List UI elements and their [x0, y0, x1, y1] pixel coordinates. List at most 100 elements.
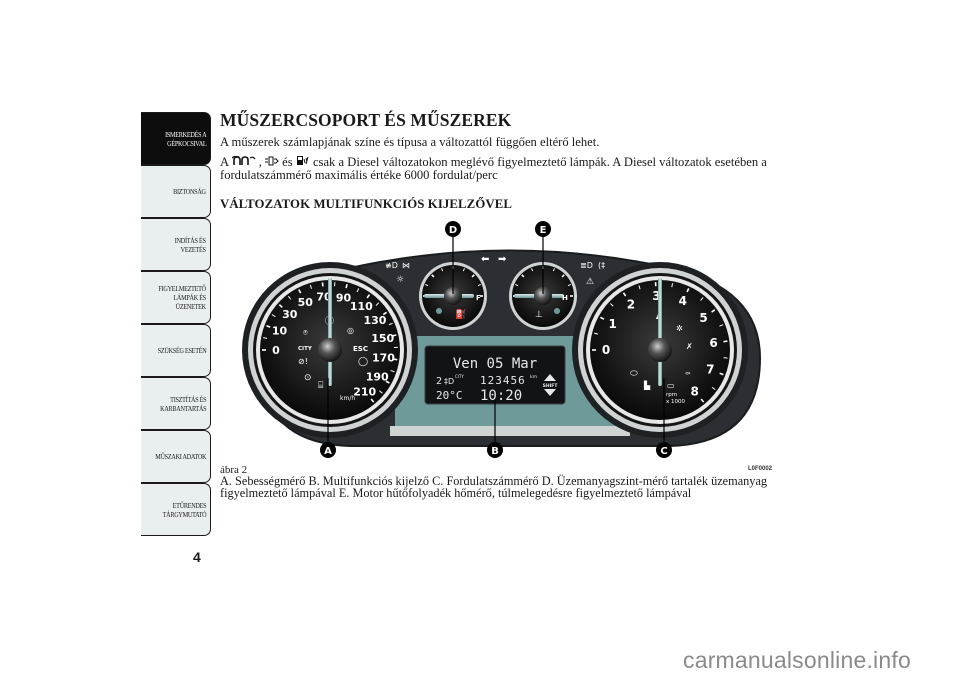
speedometer-tick — [356, 288, 360, 293]
sidebar-tab-figyelmezteto[interactable]: FIGYELMEZTETŐ LÁMPÁK ÉS ÜZENETEK — [141, 271, 211, 324]
tachometer-tick — [686, 288, 690, 293]
speedometer-needle — [328, 278, 332, 386]
display-shift: SHIFT — [543, 383, 559, 389]
tachometer-tick-label: 1 — [608, 317, 616, 331]
separator: , — [255, 155, 266, 169]
sidebar-tab-inditas[interactable]: INDÍTÁS ÉS VEZETÉS — [141, 218, 211, 271]
immobilizer-icon: ▙ — [643, 380, 651, 390]
speedometer-tick-label: 110 — [350, 300, 373, 313]
speedometer-tick — [375, 302, 380, 306]
page-number: 4 — [193, 549, 201, 565]
speedometer-tick — [390, 369, 395, 373]
separator: és — [279, 155, 296, 169]
coolant-temp-icon: ⊥ — [535, 310, 543, 320]
glow-plug-icon — [231, 155, 256, 170]
tachometer-tick — [599, 316, 605, 320]
fuel-gauge-tick-marks — [423, 266, 483, 297]
speedometer-tick-label: 10 — [272, 325, 288, 338]
tachometer-tick — [638, 285, 641, 290]
tachometer-tick-label: 6 — [709, 336, 717, 350]
tachometer-tick — [711, 309, 716, 313]
power-steering-icon: ⊘! — [298, 357, 308, 366]
diesel-text: csak a Diesel változatokon meglévő figye… — [220, 155, 767, 182]
watermark: carmanualsonline.info — [683, 647, 911, 673]
speedometer-tick — [392, 334, 397, 337]
figure-label: ábra 2 — [220, 464, 248, 476]
speedometer-tick — [278, 304, 283, 308]
speedometer-tick — [393, 358, 398, 361]
display-odometer-unit: km — [530, 374, 537, 380]
figure-caption: A. Sebességmérő B. Multifunkciós kijelző… — [220, 474, 768, 500]
callout-a — [320, 442, 336, 458]
speedometer-tick — [366, 294, 371, 299]
speedometer-tick-label: 90 — [336, 292, 352, 305]
speedometer-tick-label: 190 — [366, 370, 389, 383]
sidebar-tab-label: INDÍTÁS ÉS VEZETÉS — [175, 235, 206, 254]
speedometer-tick — [370, 398, 375, 403]
fuel-gauge-tick — [471, 274, 475, 278]
fuel-reserve-lamp — [436, 308, 442, 314]
speedometer-hub — [318, 338, 342, 362]
turn-left-icon: ⬅ — [481, 254, 489, 265]
speedometer-tick — [382, 311, 388, 316]
temperature-gauge-tick — [531, 268, 534, 272]
tachometer-tick-label: 8 — [691, 384, 699, 398]
sidebar-tab-muszaki[interactable]: MŰSZAKI ADATOK — [141, 430, 211, 483]
shift-down-icon — [544, 389, 556, 396]
tachometer-tick-label: 3 — [652, 289, 660, 303]
tachometer-tick — [700, 297, 704, 301]
temperature-gauge-tick — [552, 268, 555, 272]
speedometer-tick — [385, 380, 390, 384]
fuel-filter-water-icon — [265, 156, 279, 170]
speedometer-tick — [263, 337, 268, 339]
engine-check-icon: ⬭ — [630, 369, 638, 379]
speedometer-tick-label: 30 — [282, 308, 298, 321]
airbag-icon: ✲ — [676, 324, 683, 333]
speedometer-tick-label: 210 — [353, 385, 376, 398]
sidebar-tab-biztonsag[interactable]: BIZTONSÁG — [141, 165, 211, 218]
speedometer-tick-marks — [262, 282, 398, 403]
abs-icon: ◎ — [347, 326, 354, 335]
speedo-city-label: CITY — [298, 346, 313, 352]
speedometer-tick — [379, 390, 383, 394]
speedometer-tick-label: 150 — [371, 332, 394, 345]
shift-up-icon — [544, 374, 556, 381]
fuel-pump-icon: ⛽ — [455, 308, 466, 320]
fuel-water-icon — [296, 155, 310, 170]
tachometer-tick-marks — [592, 282, 728, 403]
fuel-gauge-tick — [477, 284, 481, 287]
display-temperature: 20°C — [436, 389, 463, 402]
speedometer-tick — [388, 322, 393, 326]
fuel-gauge-tick — [462, 268, 465, 272]
cruise-control-icon: ⍟ — [303, 328, 308, 337]
speedometer-tick-label: 130 — [363, 314, 386, 327]
door-open-icon: ⌸ — [318, 381, 324, 391]
tachometer-tick — [700, 398, 705, 403]
sidebar-tab-szukseg[interactable]: SZÜKSÉG ESETÉN — [141, 324, 211, 377]
sidebar-tab-tisztitas[interactable]: TISZTÍTÁS ÉS KARBANTARTÁS — [141, 377, 211, 430]
speedometer-tick — [309, 284, 312, 289]
tachometer-tick-label: 4 — [679, 294, 687, 308]
side-lights-icon: ⋈ — [402, 261, 410, 270]
display-odometer: 123456 — [480, 374, 526, 387]
sidebar-tab-label: FIGYELMEZTETŐ LÁMPÁK ÉS ÜZENETEK — [158, 284, 207, 311]
sidebar-tab-ismerkedes[interactable]: ISMERKEDÉS A GÉPKOCSIVAL — [141, 112, 211, 165]
section-subtitle: VÁLTOZATOK MULTIFUNKCIÓS KIJELZŐVEL — [220, 197, 512, 211]
temperature-gauge-tick — [521, 274, 525, 278]
page-title: MŰSZERCSOPORT ÉS MŰSZEREK — [220, 110, 512, 130]
speedo-esc-label: ESC — [353, 345, 368, 353]
callout-e — [535, 221, 551, 237]
display-light-icon: ‡D — [444, 377, 454, 386]
intro-paragraph: A műszerek számlapjának színe és típusa … — [220, 135, 600, 149]
tachometer-needle — [658, 278, 662, 386]
sidebar-tab-targymutato[interactable]: ETŰRENDES TÁRGYMUTATÓ — [141, 483, 211, 536]
speed-unit-label: km/h — [340, 395, 355, 402]
tachometer-tick — [671, 283, 674, 288]
fuel-gauge-tick — [431, 274, 435, 278]
temp-hot-label: H — [562, 294, 568, 302]
sidebar-tab-label: BIZTONSÁG — [173, 187, 206, 196]
callout-d — [445, 221, 461, 237]
brake-pad-icon: ◯ — [358, 357, 368, 367]
temp-warning-lamp — [554, 308, 560, 314]
